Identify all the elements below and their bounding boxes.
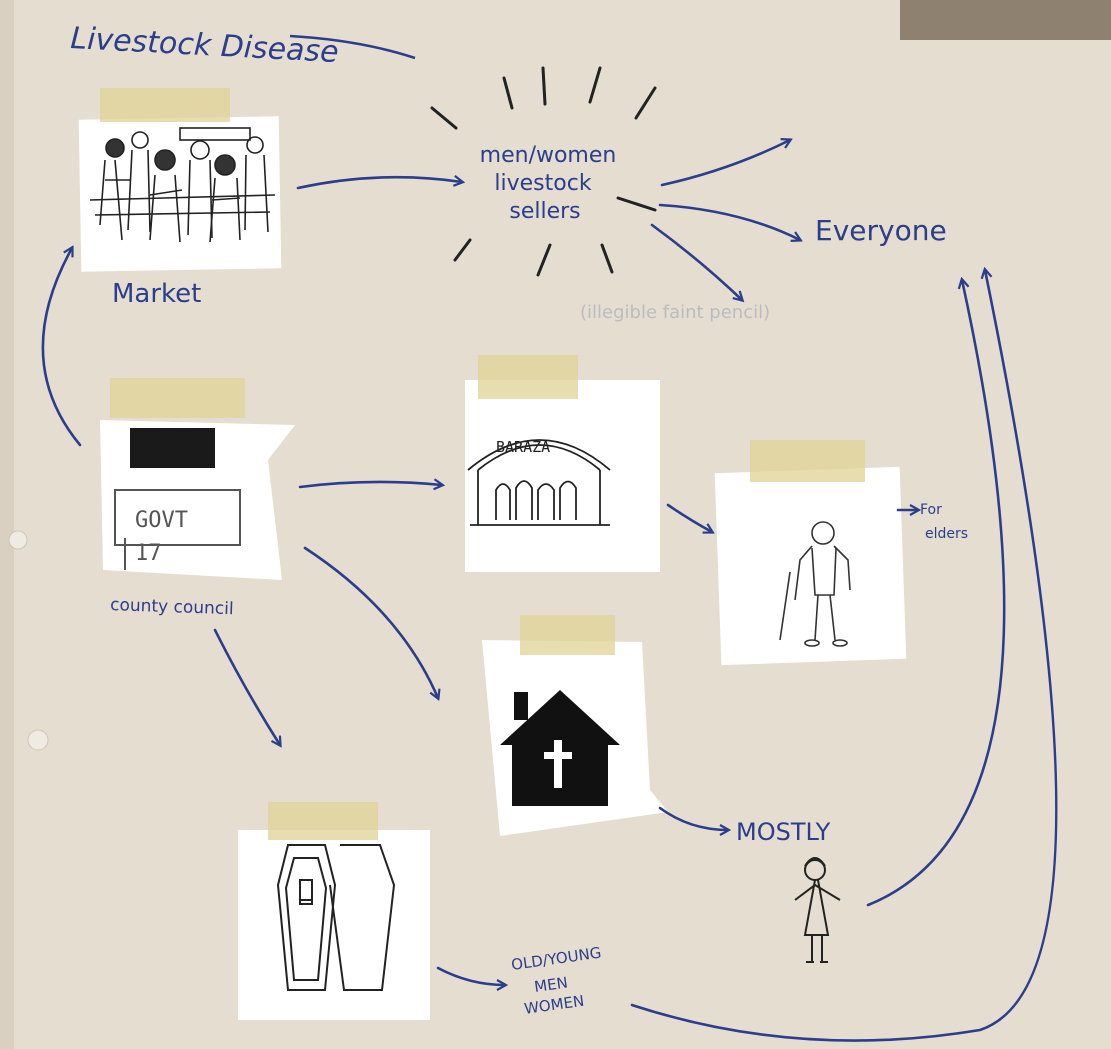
baraza-card: BARAZA (465, 355, 660, 572)
arrow-sellers-up-right (660, 140, 790, 187)
tape (100, 88, 230, 122)
arrows (41, 140, 1058, 1042)
arrow-sellers-to-everyone (658, 203, 800, 240)
arrow-oldyoung-to-everyone (630, 270, 1058, 1042)
coffin-icon (276, 844, 396, 991)
elder-with-cane-picture (779, 521, 851, 647)
arrow-church-to-mostly (658, 806, 728, 830)
elder-card (714, 440, 907, 666)
county-council-card: GOVT 17 (100, 378, 295, 580)
tape (268, 802, 378, 840)
baraza-sign-text: BARAZA (496, 438, 550, 456)
faint-note: (illegible faint pencil) (580, 302, 770, 323)
mostly-label: MOSTLY (736, 818, 831, 846)
market-label: Market (112, 279, 201, 309)
sellers-label-line1: men/women (480, 143, 617, 168)
sellers-sunburst (430, 66, 657, 277)
paper-left-edge (0, 0, 14, 1049)
government-sign-picture: GOVT 17 (114, 428, 241, 570)
tape (110, 378, 245, 418)
tape (520, 615, 615, 655)
tape (478, 355, 578, 399)
woman-figure-icon (794, 857, 841, 963)
arrow-market-to-sellers (296, 177, 462, 190)
sellers-label-line3: sellers (509, 199, 580, 224)
everyone-label: Everyone (815, 214, 947, 247)
arrow-funeral-to-oldyoung (436, 966, 505, 985)
market-card (78, 88, 282, 272)
arrow-mostly-to-everyone (866, 280, 1006, 907)
arrow-sellers-down (650, 223, 742, 300)
arrow-baraza-to-elder (666, 503, 712, 532)
county-council-label: county council (110, 595, 234, 619)
binder-hole-2 (27, 729, 49, 751)
govt-sign-number: 17 (135, 541, 162, 566)
church-card (482, 615, 668, 836)
arrow-council-to-church (303, 546, 438, 698)
elder-label-line2: elders (925, 526, 968, 542)
baraza-gathering-picture: BARAZA (467, 438, 611, 526)
binder-hole-1 (8, 530, 28, 550)
arrow-council-to-funeral (213, 628, 280, 745)
tape (750, 440, 865, 482)
arrow-council-to-market (41, 248, 82, 447)
govt-sign-text: GOVT (135, 508, 188, 533)
sellers-label-line2: livestock (494, 171, 591, 196)
church-icon (500, 690, 620, 806)
market-crowd-picture (89, 127, 276, 243)
arrow-council-to-baraza (298, 482, 442, 487)
elder-label-line1: For (920, 502, 942, 518)
old-young-label-line2: MEN (533, 973, 569, 996)
funeral-card (238, 802, 430, 1020)
paper-dark-edge (900, 0, 1111, 40)
title-underline (289, 34, 416, 60)
